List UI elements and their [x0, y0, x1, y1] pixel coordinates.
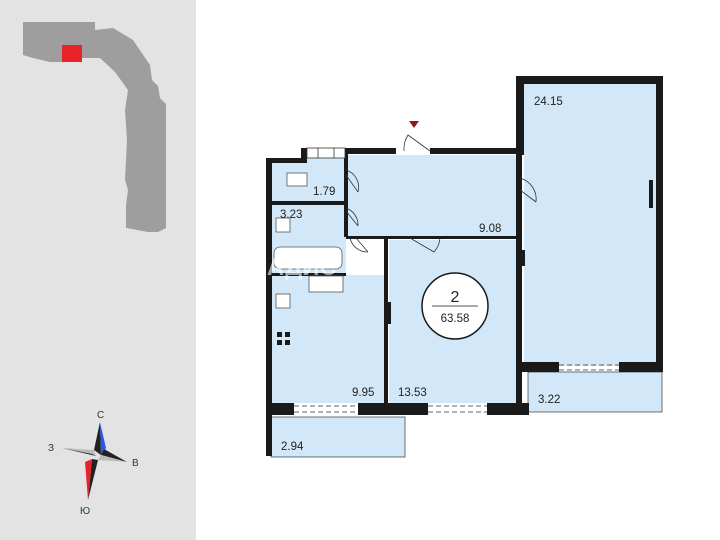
room-hallway: [346, 155, 516, 237]
entrance-marker-icon: [409, 121, 419, 128]
area-living: 24.15: [534, 96, 563, 108]
compass-north-label: С: [97, 410, 104, 421]
watermark-text: ЛАДИС: [250, 254, 337, 281]
walls: [266, 76, 663, 456]
compass-rose-icon: С З В Ю: [48, 410, 139, 517]
doors: [345, 134, 537, 253]
compass-east-label: В: [132, 458, 139, 469]
area-balcony-right: 3.22: [538, 394, 560, 406]
total-area: 63.58: [441, 313, 470, 325]
kitchen-sink-icon: [275, 293, 291, 309]
sink-icon: [275, 217, 291, 233]
area-kitchen: 9.95: [352, 387, 374, 399]
fixtures: [273, 172, 344, 309]
balcony-left: [270, 416, 406, 458]
balcony-right: [527, 371, 663, 413]
area-toilet: 1.79: [313, 186, 335, 198]
bathtub-icon: [273, 246, 343, 270]
area-bathroom: 3.23: [280, 209, 302, 221]
room-kitchen: [272, 275, 386, 403]
apartment-location-marker: [62, 45, 82, 62]
rooms-count: 2: [451, 289, 460, 306]
room-living: [524, 84, 656, 366]
compass-west-label: З: [48, 443, 54, 454]
area-balcony-left: 2.94: [281, 441, 304, 453]
summary-badge: 2 63.58: [421, 272, 489, 340]
building-silhouette: [23, 22, 166, 232]
windows: [294, 147, 619, 413]
room-toilet: [272, 158, 346, 201]
washer-icon: [308, 275, 344, 293]
stove-icon: [277, 332, 290, 345]
compass-south-label: Ю: [80, 506, 90, 517]
area-bedroom: 13.53: [398, 387, 427, 399]
toilet-icon: [286, 172, 308, 187]
area-hallway: 9.08: [479, 223, 501, 235]
